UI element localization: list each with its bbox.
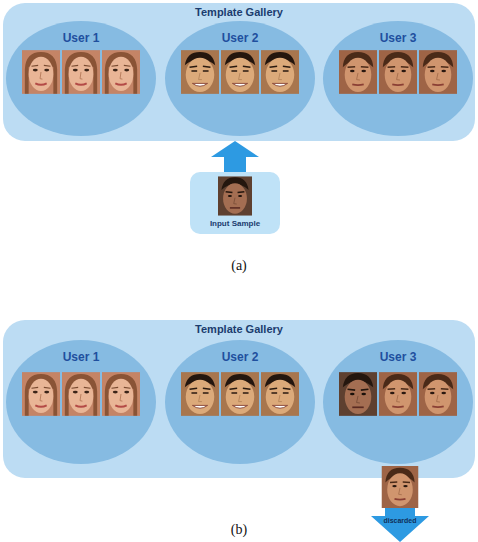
face-photo <box>218 176 252 215</box>
node-label: discarded <box>368 516 432 525</box>
user-ellipse: User 2 <box>165 340 315 464</box>
user-ellipse: User 1 <box>6 340 156 464</box>
discard-arrow: discarded <box>368 466 432 542</box>
face-photo <box>419 372 457 416</box>
node-label: Input Sample <box>190 219 280 229</box>
input-box: Input Sample <box>190 172 280 234</box>
face-photo <box>382 466 419 508</box>
node-label: Template Gallery <box>3 323 475 336</box>
face-photo <box>22 372 60 416</box>
face-photo <box>419 50 457 94</box>
arrow-head <box>211 141 259 157</box>
face-photo <box>379 50 417 94</box>
face-photo <box>379 372 417 416</box>
user-ellipse: User 3 <box>323 340 473 464</box>
arrow-shaft <box>224 157 246 172</box>
face-photo <box>261 372 299 416</box>
face-photo <box>62 50 100 94</box>
node-label: User 3 <box>323 31 473 45</box>
gallery-panel: Template GalleryUser 1 User 2 User 3 <box>3 3 475 141</box>
node-label: User 2 <box>165 350 315 364</box>
node-label: User 2 <box>165 31 315 45</box>
face-photo <box>62 372 100 416</box>
node-label: User 1 <box>6 31 156 45</box>
arrow-outline <box>368 466 432 542</box>
face-photo <box>221 372 259 416</box>
face-photo <box>102 372 140 416</box>
face-photo <box>22 50 60 94</box>
face-photo <box>181 372 219 416</box>
node-label: User 3 <box>323 350 473 364</box>
block-arrow <box>211 141 259 172</box>
face-photo <box>181 50 219 94</box>
face-photo <box>221 50 259 94</box>
face-photo <box>339 50 377 94</box>
panel-label: (a) <box>0 258 478 274</box>
face-photo <box>339 372 377 416</box>
user-ellipse: User 2 <box>165 21 315 136</box>
user-ellipse: User 1 <box>6 21 156 136</box>
node-label: Template Gallery <box>3 6 475 19</box>
node-label: User 1 <box>6 350 156 364</box>
face-photo <box>261 50 299 94</box>
face-photo <box>102 50 140 94</box>
gallery-panel: Template GalleryUser 1 User 2 User 3 <box>3 320 475 478</box>
user-ellipse: User 3 <box>323 21 473 136</box>
panel-label: (b) <box>0 522 478 538</box>
